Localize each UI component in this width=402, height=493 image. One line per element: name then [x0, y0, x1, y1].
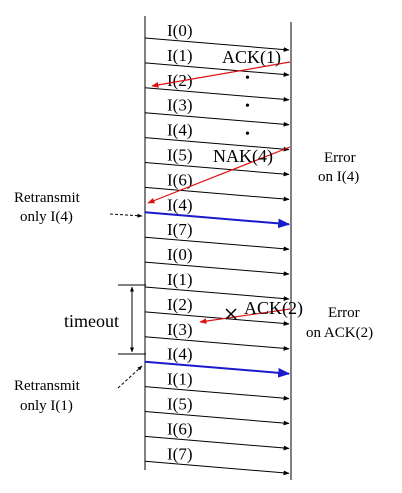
frame-label: I(7): [167, 444, 192, 463]
frame-arrow: [144, 37, 290, 52]
frame-label: I(4): [167, 345, 192, 364]
frame-arrow: [144, 186, 290, 202]
frame-arrow: [144, 411, 290, 426]
frame-label: I(5): [167, 146, 192, 165]
error1-label: Error: [324, 150, 356, 166]
ack2-arrow: [199, 308, 291, 324]
ack1-label: ACK(1): [222, 47, 281, 68]
frame-label: I(3): [167, 320, 192, 339]
retransmit2-pointer: [117, 365, 143, 389]
frame-arrow: [144, 261, 290, 277]
frame-arrow: [144, 286, 290, 301]
frame-label: I(2): [167, 295, 192, 314]
frame-arrow: [144, 435, 290, 451]
frame-arrow: [144, 460, 290, 476]
error2-detail: on ACK(2): [306, 325, 373, 341]
frame-arrow: [144, 112, 290, 127]
frame-label: I(0): [167, 245, 192, 264]
frame-arrows: [144, 37, 291, 476]
frame-label: I(5): [167, 395, 192, 414]
frame-arrow: [144, 87, 290, 102]
nak4-arrow: [147, 146, 291, 204]
frame-arrow: [144, 336, 290, 351]
frame-label: I(6): [167, 170, 192, 189]
frame-label: I(1): [167, 270, 192, 289]
frame-arrow: [144, 62, 290, 77]
frame-label: I(3): [167, 96, 192, 115]
retransmit2-detail: only I(1): [20, 398, 73, 414]
frame-arrow: [144, 311, 290, 326]
ack2-label: ACK(2): [244, 298, 303, 319]
frame-label: I(4): [167, 195, 192, 214]
frame-arrow: [144, 162, 290, 177]
frame-label: I(4): [167, 121, 192, 140]
frame-arrow: [144, 236, 290, 252]
timeout-label: timeout: [64, 311, 119, 331]
dot-3: •: [245, 127, 250, 142]
error2-label: Error: [328, 305, 360, 321]
retransmit1-detail: only I(4): [20, 209, 73, 225]
retransmit1-label: Retransmit: [14, 190, 81, 206]
dot-2: •: [245, 99, 250, 114]
frame-arrow: [144, 386, 290, 401]
retransmit-frame-arrow: [144, 211, 291, 229]
retransmit1-pointer: [109, 213, 143, 218]
frame-label: I(7): [167, 220, 192, 239]
retransmit2-label: Retransmit: [14, 378, 81, 394]
ack1-arrow: [151, 61, 291, 88]
retransmit-frame-arrow: [144, 360, 291, 378]
error1-detail: on I(4): [318, 169, 359, 185]
frame-label: I(1): [167, 46, 192, 65]
frame-label: I(2): [167, 71, 192, 90]
frame-label: I(6): [167, 419, 192, 438]
nak4-label: NAK(4): [213, 146, 273, 167]
loss-cross-icon: [225, 308, 237, 320]
frame-labels: I(0) I(1) I(2) I(3) I(4) I(5) I(6) I(4) I(7) I(0)…: [167, 21, 192, 463]
dot-1: •: [245, 71, 250, 86]
frame-arrow: [144, 137, 290, 152]
frame-label: I(1): [167, 370, 192, 389]
frame-label: I(0): [167, 21, 192, 40]
